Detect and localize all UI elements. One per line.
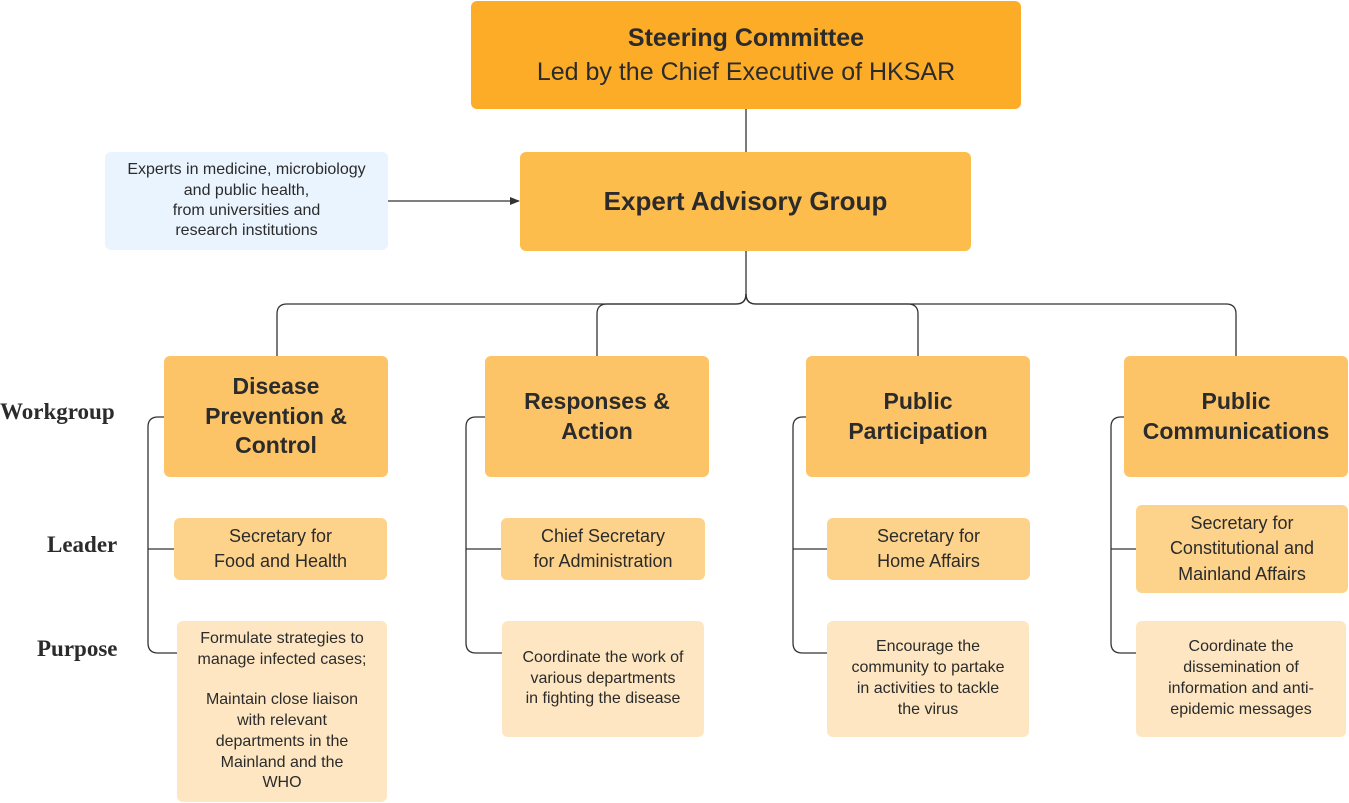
leader-box-public-communications: Secretary for Constitutional and Mainlan… (1136, 505, 1348, 593)
row-label-leader: Leader (47, 532, 118, 557)
leader-box-public-participation: Secretary for Home Affairs (827, 518, 1030, 580)
connector-branch-left (276, 293, 747, 356)
row-label-purpose: Purpose (37, 636, 118, 661)
workgroup-box-responses-action: Responses & Action (485, 356, 709, 477)
steering-committee-box: Steering Committee Led by the Chief Exec… (471, 1, 1021, 109)
purpose-box-public-participation: Encourage the community to partake in ac… (827, 621, 1029, 737)
leader-box-responses-action: Chief Secretary for Administration (501, 518, 705, 580)
connector-branch-right (745, 293, 1237, 356)
purpose-box-responses-action: Coordinate the work of various departmen… (502, 621, 704, 737)
connector-branch-center-left (596, 293, 747, 356)
connector-group-3-rail (792, 416, 827, 654)
connector-branch-center-right (745, 293, 919, 356)
purpose-box-disease-prevention: Formulate strategies to manage infected … (177, 621, 387, 802)
expert-advisory-group-title: Expert Advisory Group (603, 185, 888, 216)
connector-group-1-rail (147, 416, 177, 654)
workgroup-box-public-participation: Public Participation (806, 356, 1030, 477)
expert-advisory-group-box: Expert Advisory Group (520, 152, 971, 251)
purpose-box-public-communications: Coordinate the dissemination of informat… (1136, 621, 1346, 737)
steering-committee-subtitle: Led by the Chief Executive of HKSAR (536, 58, 956, 86)
connector-group-2-rail (465, 416, 502, 654)
workgroup-box-public-communications: Public Communications (1124, 356, 1348, 477)
experts-box: Experts in medicine, microbiology and pu… (105, 152, 388, 250)
row-label-workgroup: Workgroup (0, 399, 115, 424)
leader-box-disease-prevention: Secretary for Food and Health (174, 518, 387, 580)
workgroup-box-disease-prevention: Disease Prevention & Control (164, 356, 388, 477)
connector-group-4-rail (1110, 416, 1136, 654)
steering-committee-title: Steering Committee (627, 24, 865, 52)
